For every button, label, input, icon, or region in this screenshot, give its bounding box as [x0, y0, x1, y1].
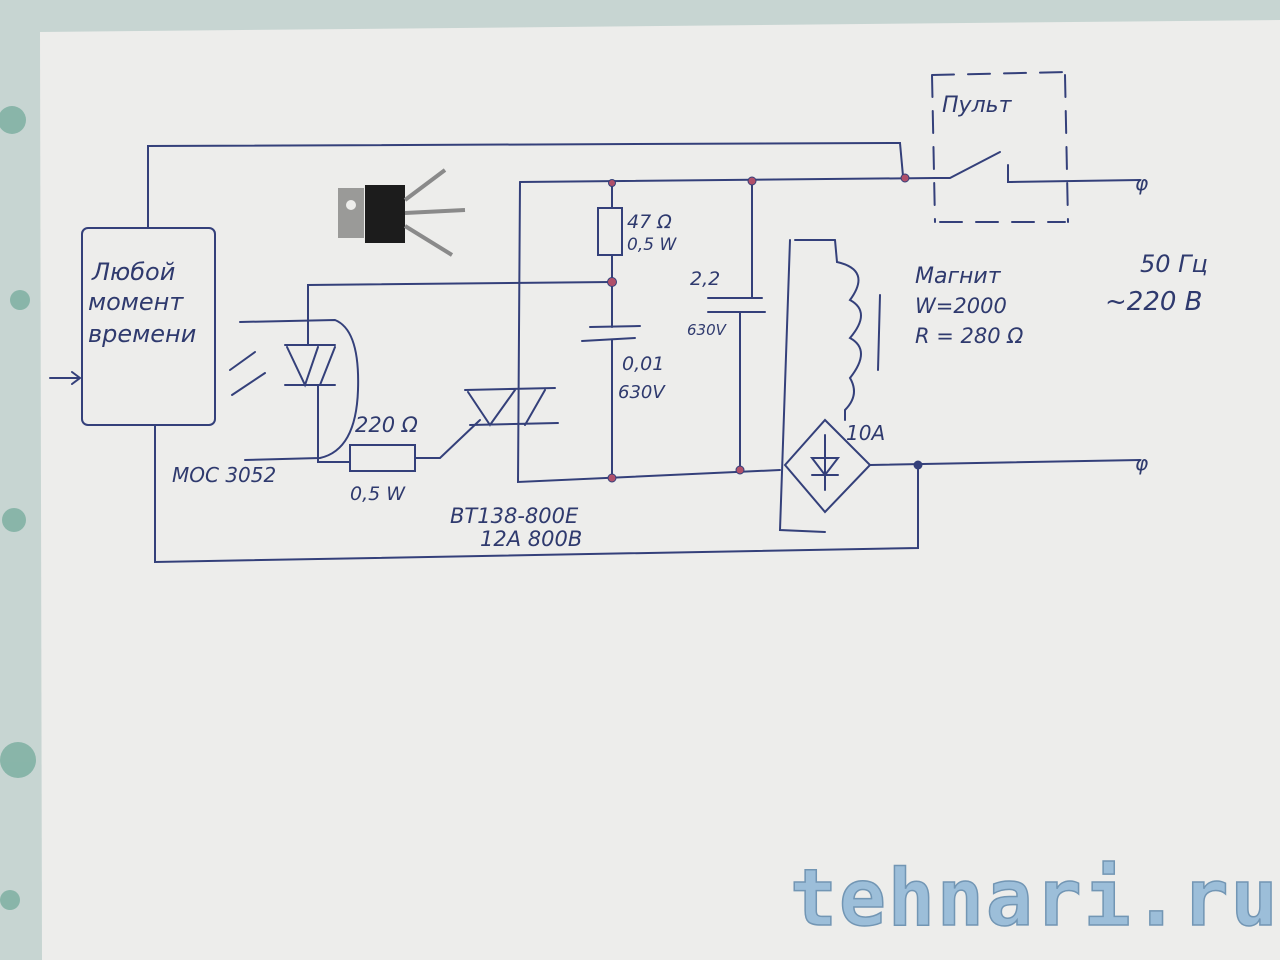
timer-block: Любой момент времени: [49, 227, 216, 426]
watermark: tehnari.ru: [790, 854, 1280, 944]
timer-label-1: Любой: [91, 258, 175, 286]
timer-label-3: времени: [88, 320, 196, 348]
wires: [147, 141, 1141, 564]
mains-voltage: ~220 В: [1105, 287, 1203, 317]
switch-icon: [934, 151, 1013, 183]
triac-component-photo: [338, 168, 466, 257]
triac-rating-label: 12A 800B: [480, 527, 582, 551]
snubber-capacitor-value: 0,01: [622, 353, 664, 375]
mains-frequency: 50 Гц: [1140, 250, 1208, 278]
light-arrows-icon: [229, 351, 266, 396]
snubber-resistor-value: 47 Ω: [627, 211, 672, 233]
snubber-resistor-power: 0,5 W: [627, 235, 677, 255]
capacitor-value: 2,2: [690, 268, 720, 290]
triac-part-label: BT138-800E: [450, 504, 579, 528]
paper-sheet: [40, 20, 1280, 960]
magnet-title: Магнит: [915, 264, 1002, 289]
gate-resistor: 220 Ω 0,5 W: [349, 413, 418, 505]
diode-bridge: 10A: [783, 418, 885, 514]
remote-switch: Пульт: [931, 71, 1069, 223]
timer-label-2: момент: [88, 288, 184, 316]
tablecloth-pattern: [0, 106, 36, 910]
optocoupler: MOC 3052: [172, 318, 360, 487]
terminal-bottom: φ: [1135, 451, 1148, 475]
coil-icon: [834, 239, 862, 421]
gate-resistor-power: 0,5 W: [350, 483, 406, 505]
magnet-coil: Магнит W=2000 R = 280 Ω: [834, 239, 1023, 421]
mains: φ φ 50 Гц ~220 В: [1105, 171, 1208, 475]
bridge-rating: 10A: [846, 421, 885, 445]
optocoupler-label: MOC 3052: [172, 463, 276, 487]
gate-resistor-value: 220 Ω: [355, 413, 418, 437]
snubber: 47 Ω 0,5 W 0,01 630V: [581, 207, 677, 403]
capacitor: 2,2 630V: [687, 268, 766, 339]
diode-icon: [809, 434, 841, 491]
magnet-turns: W=2000: [915, 294, 1007, 318]
terminal-top: φ: [1135, 171, 1148, 195]
capacitor-voltage: 630V: [687, 321, 728, 339]
junction-nodes: [607, 173, 923, 483]
input-arrow-icon: [49, 371, 82, 385]
magnet-resistance: R = 280 Ω: [915, 324, 1023, 348]
triac: BT138-800E 12A 800B: [450, 387, 582, 551]
remote-label: Пульт: [942, 93, 1013, 118]
snubber-capacitor-voltage: 630V: [618, 382, 666, 403]
